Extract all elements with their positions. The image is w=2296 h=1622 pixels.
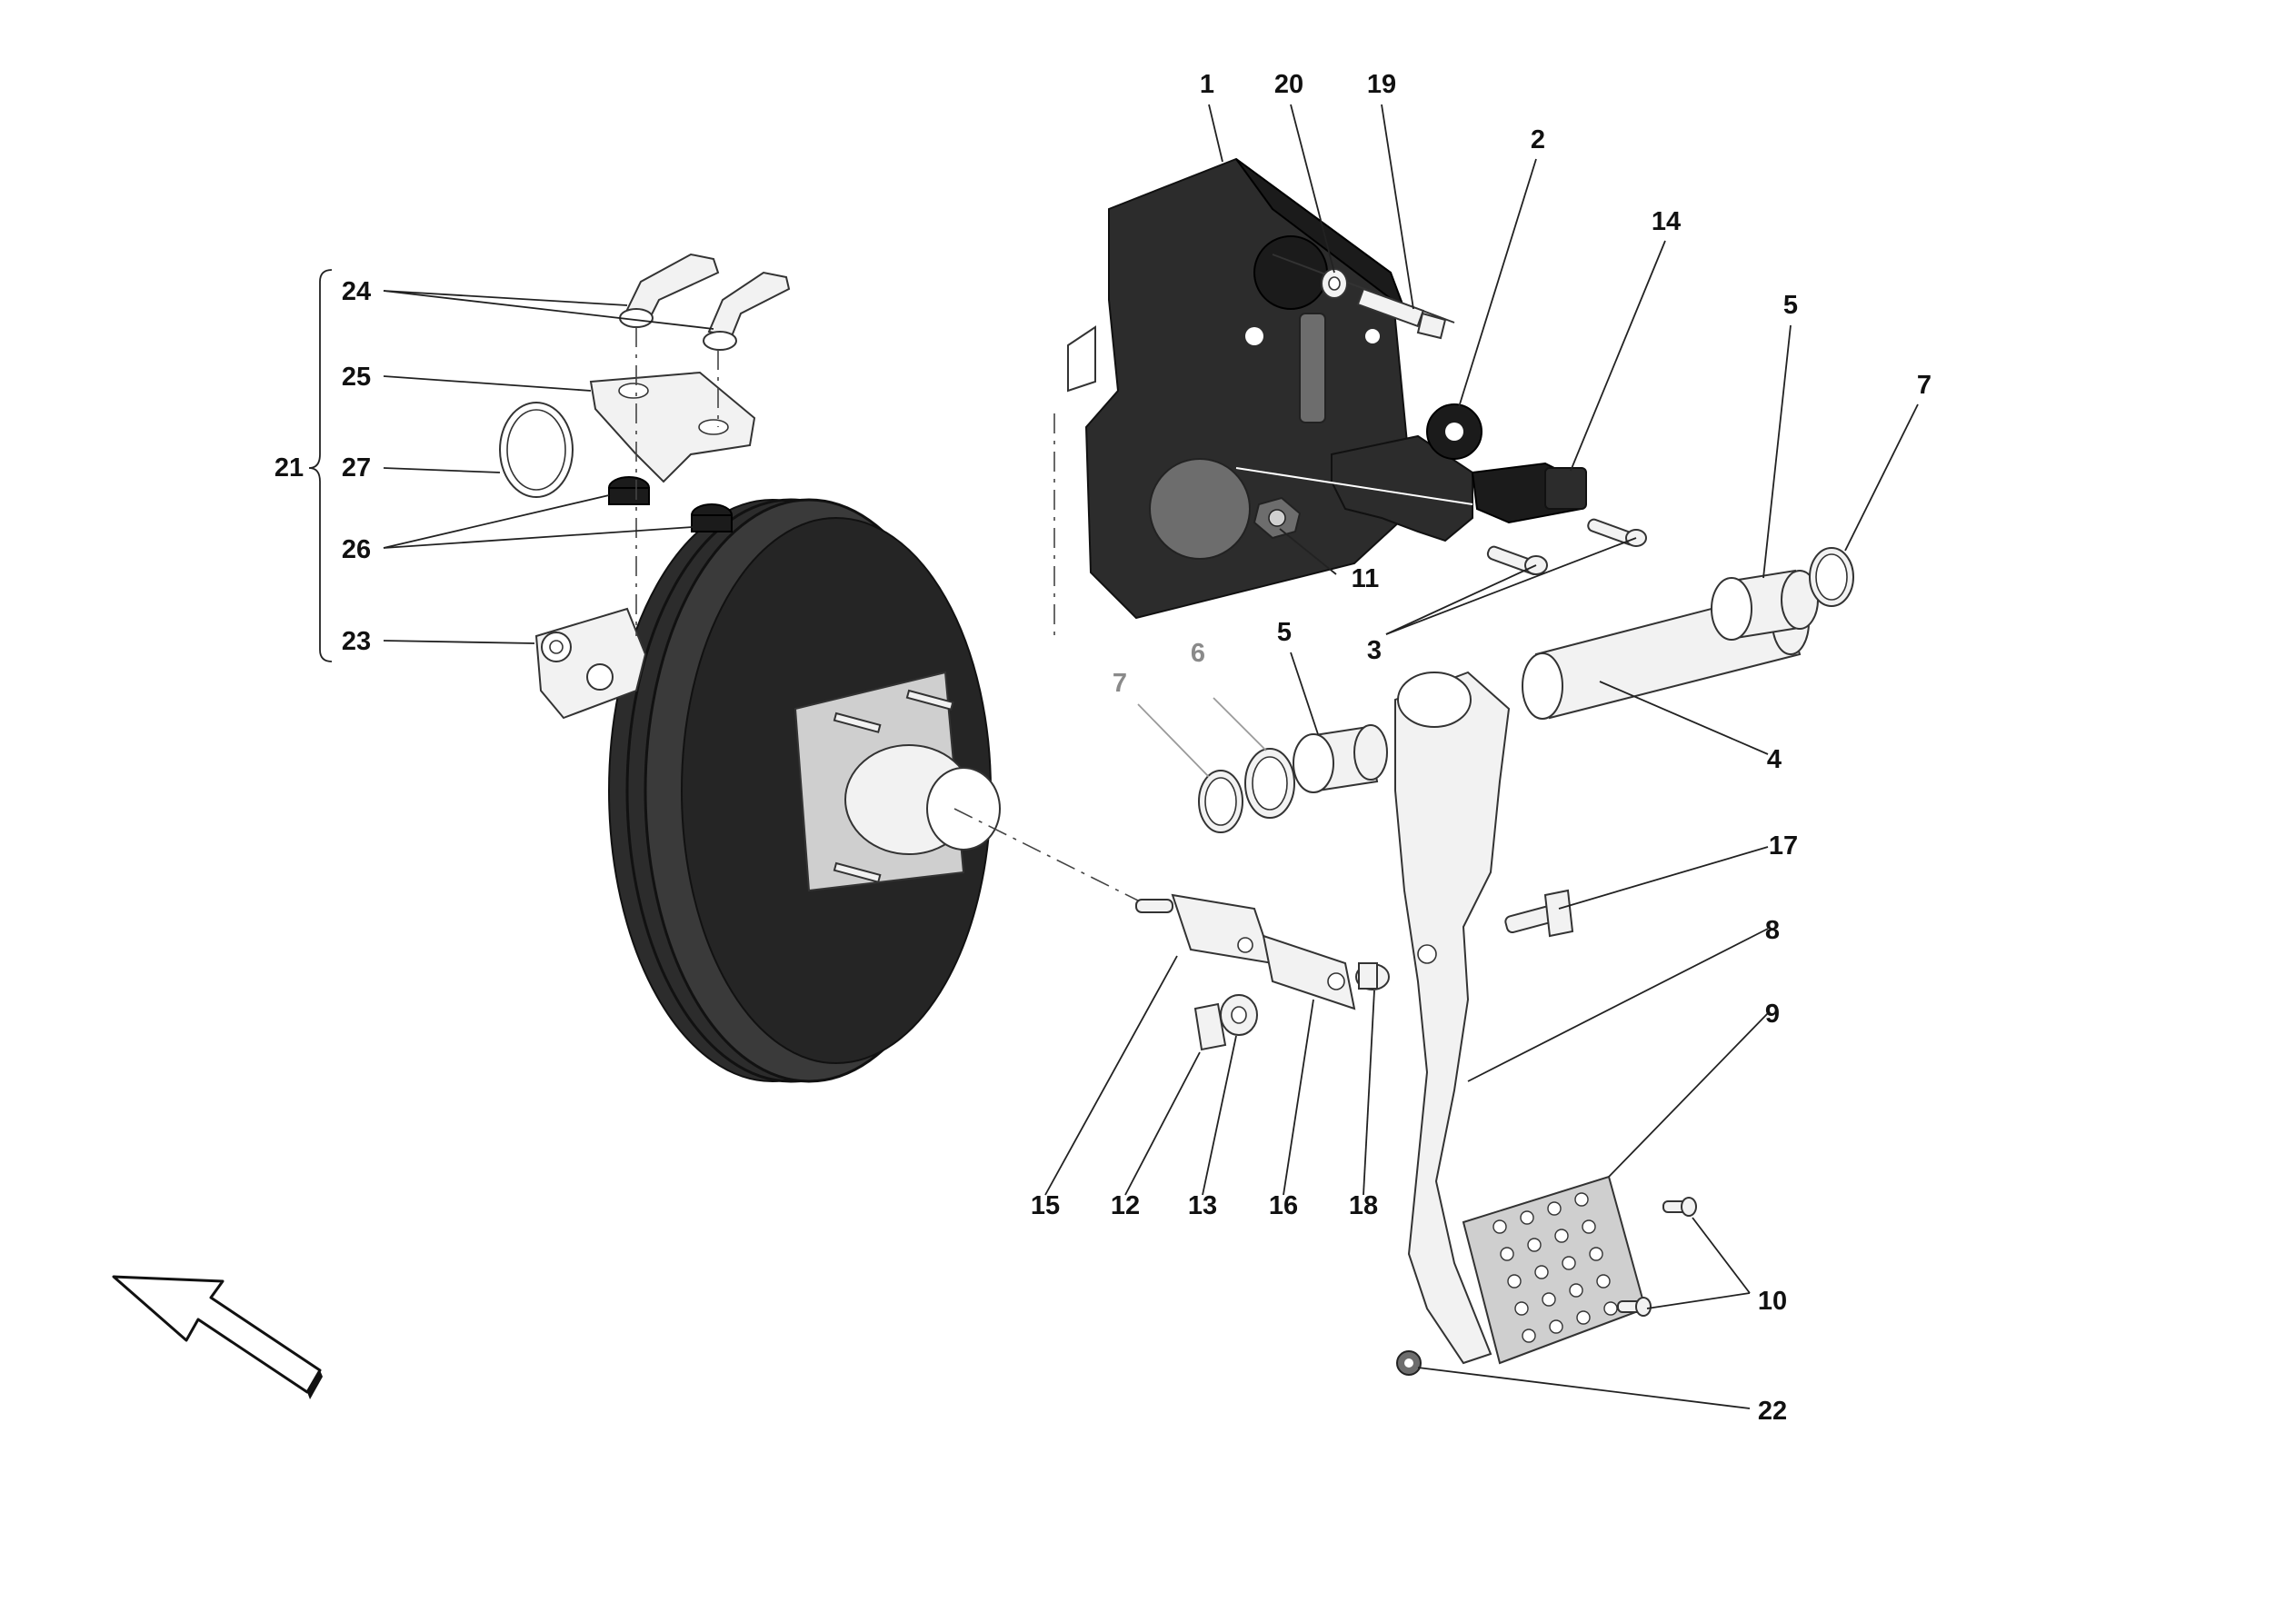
pedal-pad-9 [1462, 1175, 1647, 1365]
callout-17: 17 [1769, 831, 1798, 861]
nut-22 [1396, 1350, 1422, 1376]
callout-12: 12 [1111, 1191, 1140, 1220]
snap-ring-7-right [1809, 547, 1854, 607]
callout-7-right: 7 [1917, 371, 1932, 400]
callout-14: 14 [1652, 207, 1681, 236]
snap-ring-7-left [1198, 770, 1243, 833]
callout-3: 3 [1367, 636, 1382, 665]
callout-15: 15 [1031, 1191, 1060, 1220]
fork-16 [1262, 934, 1356, 1010]
callout-27: 27 [342, 453, 371, 483]
callout-9: 9 [1765, 1000, 1780, 1029]
bushing-5-left [1293, 724, 1388, 793]
callout-4: 4 [1767, 745, 1782, 774]
hose-fitting-24a [619, 253, 720, 328]
callout-22: 22 [1758, 1397, 1787, 1426]
callout-7-left: 7 [1113, 669, 1127, 698]
callout-20: 20 [1274, 70, 1303, 99]
brake-booster [608, 498, 1155, 1083]
sensor-bracket-2 [1235, 403, 1482, 542]
nut-11 [1253, 496, 1302, 540]
direction-arrow-icon [112, 1275, 323, 1399]
callout-24: 24 [342, 277, 371, 306]
callout-6: 6 [1191, 639, 1205, 668]
callout-labels: 1 20 19 2 14 5 7 11 3 5 6 7 4 17 8 9 10 … [275, 70, 1932, 1426]
callout-5-left: 5 [1277, 618, 1292, 647]
callout-19: 19 [1367, 70, 1396, 99]
callout-26: 26 [342, 535, 371, 564]
spacer-18 [1355, 962, 1390, 990]
screw-3b [1587, 518, 1647, 547]
screw-10b [1617, 1297, 1652, 1317]
pedal-arm-8 [1394, 671, 1511, 1365]
washer-13 [1220, 994, 1258, 1036]
clip-12 [1193, 1002, 1227, 1051]
washer-6 [1244, 748, 1295, 819]
screw-3a [1486, 545, 1548, 575]
washer-20 [1321, 268, 1348, 299]
bolt-19 [1272, 254, 1455, 340]
callout-23: 23 [342, 627, 371, 656]
clevis-15 [1135, 893, 1274, 965]
leader-lines [308, 104, 1919, 1409]
pedal-stop-17 [1504, 889, 1574, 938]
callout-11: 11 [1352, 564, 1380, 593]
callout-25: 25 [342, 363, 371, 392]
seal-26a [608, 476, 650, 505]
hose-fitting-24b [703, 271, 791, 351]
callout-10: 10 [1758, 1287, 1787, 1316]
callout-18: 18 [1349, 1191, 1378, 1220]
seal-26b [691, 503, 733, 532]
callout-5-right: 5 [1783, 291, 1798, 320]
callout-13: 13 [1188, 1191, 1217, 1220]
ring-27 [499, 402, 574, 498]
callout-2: 2 [1531, 125, 1545, 154]
sensor-connector-14 [1471, 462, 1587, 524]
callout-16: 16 [1269, 1191, 1298, 1220]
callout-21: 21 [275, 453, 304, 483]
bushing-5-right [1711, 569, 1819, 641]
callout-1: 1 [1200, 70, 1214, 99]
master-cylinder-23 [534, 607, 647, 720]
callout-8: 8 [1765, 916, 1780, 945]
reservoir-bracket-25 [589, 371, 756, 483]
screw-10a [1662, 1197, 1697, 1217]
